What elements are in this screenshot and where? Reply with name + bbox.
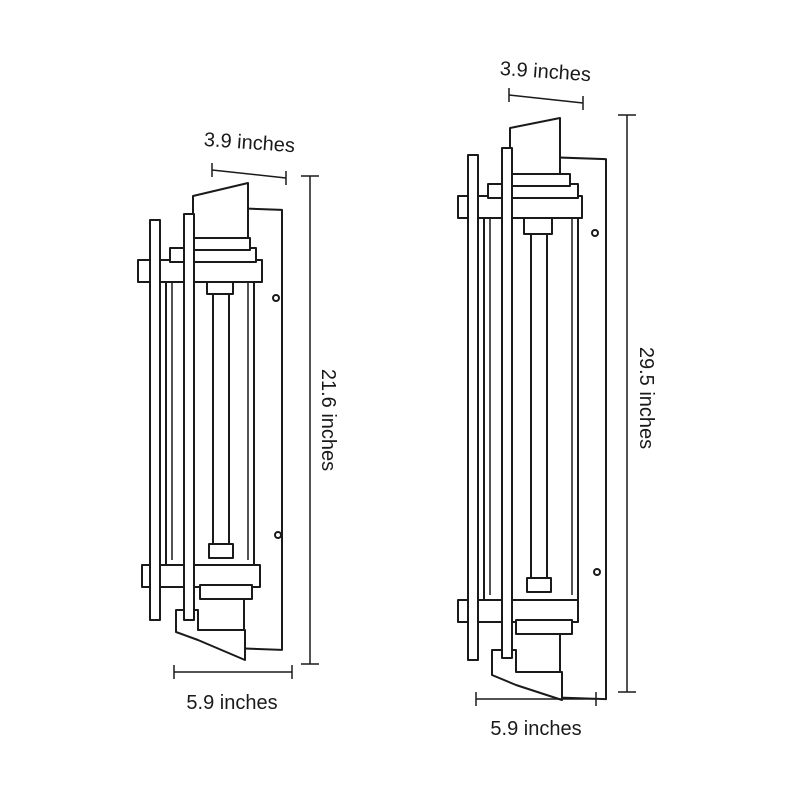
small-height-label: 21.6 inches xyxy=(317,369,339,471)
small-top-cap-crown xyxy=(191,237,251,251)
large-front-bar-2 xyxy=(501,147,513,659)
small-height-dimension: 21.6 inches xyxy=(301,175,339,665)
large-screw-bottom xyxy=(593,568,601,576)
large-bottom-tab xyxy=(491,649,563,701)
small-front-bar-1 xyxy=(149,219,161,621)
large-height-label: 29.5 inches xyxy=(635,347,657,449)
large-socket-bottom xyxy=(526,577,552,593)
small-bottom-tab xyxy=(175,609,246,661)
large-bottom-cap-lower xyxy=(515,619,573,635)
small-bottom-dimension: 5.9 inches xyxy=(173,665,293,714)
large-fixture xyxy=(457,117,607,701)
small-front-bar-2 xyxy=(183,213,195,621)
large-bottom-width-label: 5.9 inches xyxy=(490,718,581,740)
small-glass xyxy=(165,264,255,566)
small-socket-bottom xyxy=(208,543,234,559)
small-top-width-label: 3.9 inches xyxy=(203,129,295,157)
small-screw-bottom xyxy=(274,531,282,539)
small-fixture xyxy=(137,182,283,661)
small-top-dimension: 3.9 inches xyxy=(203,129,296,185)
large-height-dimension: 29.5 inches xyxy=(618,114,657,693)
small-screw-top xyxy=(272,294,280,302)
large-top-width-label: 3.9 inches xyxy=(499,58,591,86)
large-front-bar-1 xyxy=(467,154,479,661)
small-bulb-rod xyxy=(212,291,230,549)
small-bottom-cap-lower xyxy=(199,584,253,600)
large-top-cap-crown xyxy=(509,173,571,187)
large-top-dimension: 3.9 inches xyxy=(499,58,592,110)
small-bottom-width-label: 5.9 inches xyxy=(186,692,277,714)
large-bulb-rod xyxy=(530,231,548,583)
large-screw-top xyxy=(591,229,599,237)
large-bottom-dimension: 5.9 inches xyxy=(475,692,597,740)
